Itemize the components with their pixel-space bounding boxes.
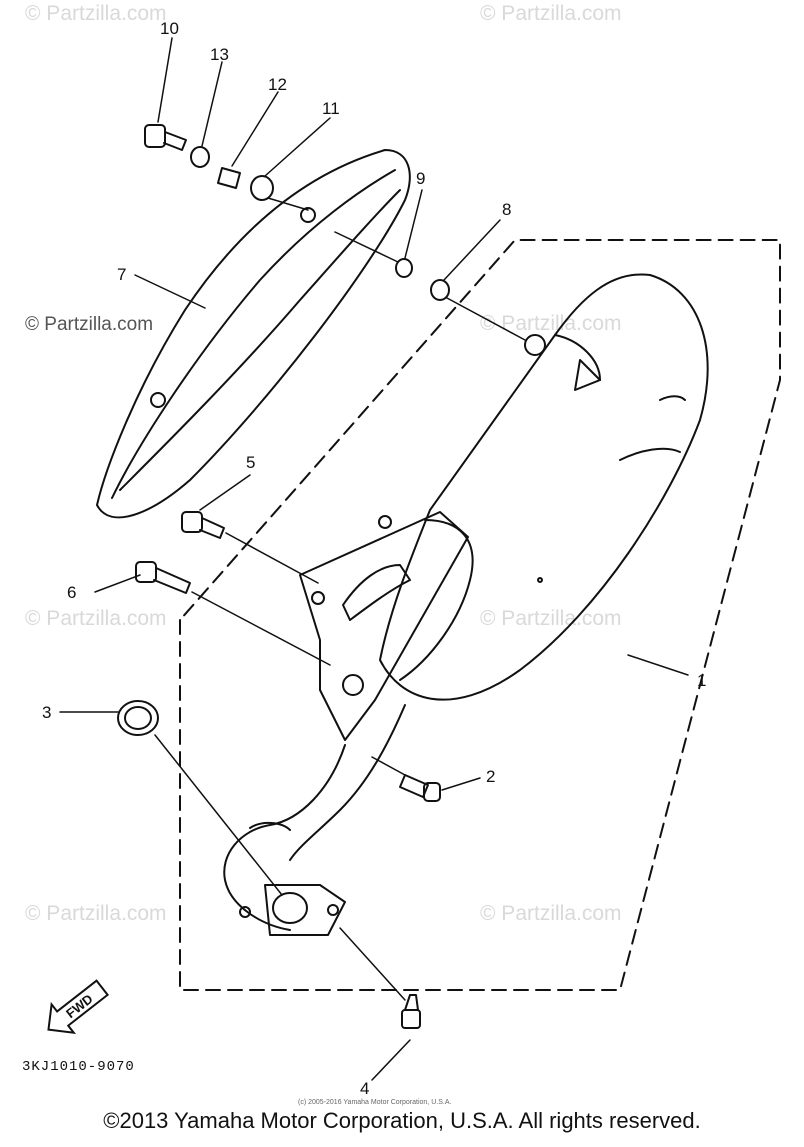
fwd-arrow: FWD <box>47 979 110 1035</box>
grommet-11 <box>250 175 274 201</box>
callout-10: 10 <box>160 19 179 38</box>
callout-9: 9 <box>416 169 425 188</box>
callout-12: 12 <box>268 75 287 94</box>
callout-7: 7 <box>117 265 126 284</box>
bolt-4 <box>401 994 421 1029</box>
callout-1: 1 <box>697 671 706 690</box>
exhaust-pipe <box>223 704 406 936</box>
heat-shield <box>96 149 411 519</box>
watermark: © Partzilla.com <box>480 312 622 335</box>
watermark: © Partzilla.com <box>25 902 167 925</box>
washer-13 <box>190 146 210 168</box>
assembly-outline <box>179 239 781 991</box>
callout-5: 5 <box>246 453 255 472</box>
bolt-6 <box>135 561 191 594</box>
callout-6: 6 <box>67 583 76 602</box>
watermark: © Partzilla.com <box>480 607 622 630</box>
leader-lines <box>59 37 689 1081</box>
callout-4: 4 <box>360 1079 369 1098</box>
callout-3: 3 <box>42 703 51 722</box>
washer-8 <box>430 279 450 301</box>
watermark: © Partzilla.com <box>480 2 622 25</box>
callout-8: 8 <box>502 200 511 219</box>
mount-bracket <box>299 511 469 741</box>
callouts: 1 2 3 4 5 6 7 8 9 10 11 12 13 <box>42 19 706 1098</box>
gasket <box>117 700 159 736</box>
part-number: 3KJ1010-9070 <box>22 1059 135 1075</box>
collar-12 <box>217 167 241 189</box>
washer-9 <box>395 258 413 278</box>
watermarks: © Partzilla.com © Partzilla.com © Partzi… <box>25 2 622 925</box>
bolt-10 <box>144 124 187 151</box>
watermark: © Partzilla.com <box>25 314 153 335</box>
callout-11: 11 <box>322 99 340 118</box>
watermark: © Partzilla.com <box>25 607 167 630</box>
callout-13: 13 <box>210 45 229 64</box>
credit-line: (c) 2005-2016 Yamaha Motor Corporation, … <box>298 1099 451 1106</box>
watermark: © Partzilla.com <box>25 2 167 25</box>
bolt-5 <box>181 511 225 539</box>
watermark: © Partzilla.com <box>480 902 622 925</box>
callout-2: 2 <box>486 767 495 786</box>
muffler <box>379 273 709 701</box>
copyright-notice: ©2013 Yamaha Motor Corporation, U.S.A. A… <box>103 1108 701 1133</box>
bolt-2 <box>399 774 441 802</box>
